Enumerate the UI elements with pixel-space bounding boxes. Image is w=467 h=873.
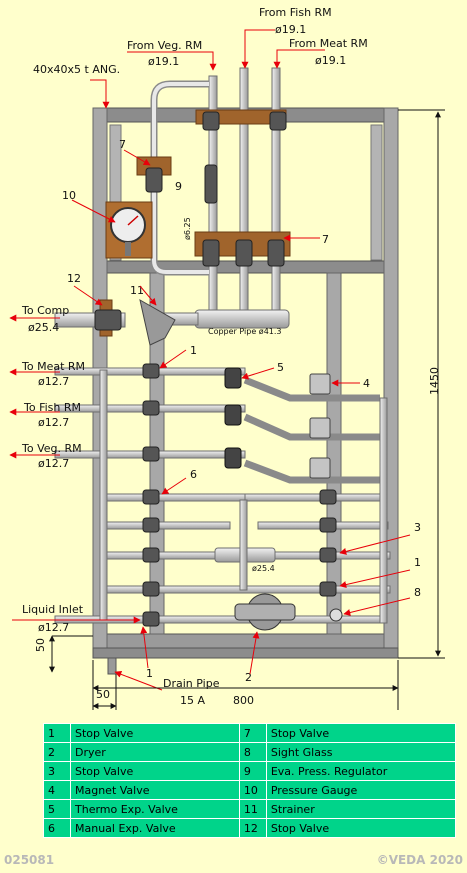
leader-arrows	[9, 29, 411, 691]
copyright: ©VEDA 2020	[376, 853, 463, 867]
label-dim-800: 800	[233, 694, 254, 707]
dimension-lines	[49, 109, 445, 710]
callout-12: 12	[67, 272, 81, 285]
label-to-comp: To Comp	[21, 304, 69, 317]
label-bypass-dia: ø6.25	[183, 217, 192, 240]
label-dim-50-h: 50	[96, 688, 110, 701]
callout-3: 3	[414, 521, 421, 534]
callout-8: 8	[414, 586, 421, 599]
legend-number: 6	[43, 818, 71, 838]
label-from-veg: From Veg. RM	[127, 39, 202, 52]
legend-number: 9	[238, 761, 267, 781]
label-copper-pipe: Copper Pipe ø41.3	[208, 327, 282, 336]
legend-number: 12	[238, 818, 267, 838]
legend-number: 3	[43, 761, 71, 781]
label-to-meat-dia: ø12.7	[38, 375, 69, 388]
legend-name: Dryer	[70, 742, 240, 762]
legend-number: 11	[238, 799, 267, 819]
callout-1b: 1	[414, 556, 421, 569]
callout-2: 2	[245, 671, 252, 684]
callout-7b: 7	[322, 233, 329, 246]
label-dim-15a: 15 A	[180, 694, 205, 707]
callout-11: 11	[130, 284, 144, 297]
legend-name: Pressure Gauge	[265, 780, 457, 800]
callout-7a: 7	[119, 138, 126, 151]
legend-name: Stop Valve	[70, 761, 240, 781]
label-angle: 40x40x5 t ANG.	[33, 63, 120, 76]
legend-number: 7	[238, 723, 267, 743]
callout-5: 5	[277, 361, 284, 374]
legend-number: 4	[43, 780, 71, 800]
label-to-meat: To Meat RM	[21, 360, 85, 373]
legend-name: Strainer	[265, 799, 457, 819]
legend-name: Manual Exp. Valve	[70, 818, 240, 838]
legend-number: 10	[238, 780, 267, 800]
legend-number: 5	[43, 799, 71, 819]
label-to-fish: To Fish RM	[23, 401, 81, 414]
legend-name: Magnet Valve	[70, 780, 240, 800]
legend-name: Stop Valve	[265, 723, 457, 743]
label-to-veg-dia: ø12.7	[38, 457, 69, 470]
label-header-dia: ø25.4	[252, 564, 275, 573]
drawing-code: 025081	[4, 853, 55, 867]
legend-name: Eva. Press. Regulator	[265, 761, 457, 781]
label-to-fish-dia: ø12.7	[38, 416, 69, 429]
callout-6: 6	[190, 468, 197, 481]
callout-4: 4	[363, 377, 370, 390]
legend-number: 1	[43, 723, 71, 743]
callout-1c: 1	[146, 667, 153, 680]
label-to-comp-dia: ø25.4	[28, 321, 59, 334]
label-liquid-inlet-dia: ø12.7	[38, 621, 69, 634]
label-from-veg-dia: ø19.1	[148, 55, 179, 68]
legend-name: Sight Glass	[265, 742, 457, 762]
label-from-meat-dia: ø19.1	[315, 54, 346, 67]
label-liquid-inlet: Liquid Inlet	[22, 603, 84, 616]
label-dim-1450: 1450	[428, 367, 441, 395]
components	[94, 109, 343, 631]
label-dim-50-v: 50	[34, 638, 47, 652]
legend-name: Stop Valve	[265, 818, 457, 838]
callout-1a: 1	[190, 344, 197, 357]
callout-10: 10	[62, 189, 76, 202]
label-from-fish: From Fish RM	[259, 6, 332, 19]
label-from-fish-dia: ø19.1	[275, 23, 306, 36]
callout-9: 9	[175, 180, 182, 193]
legend-name: Thermo Exp. Valve	[70, 799, 240, 819]
label-to-veg: To Veg. RM	[21, 442, 82, 455]
legend-name: Stop Valve	[70, 723, 240, 743]
legend-number: 2	[43, 742, 71, 762]
label-from-meat: From Meat RM	[289, 37, 368, 50]
legend-number: 8	[238, 742, 267, 762]
